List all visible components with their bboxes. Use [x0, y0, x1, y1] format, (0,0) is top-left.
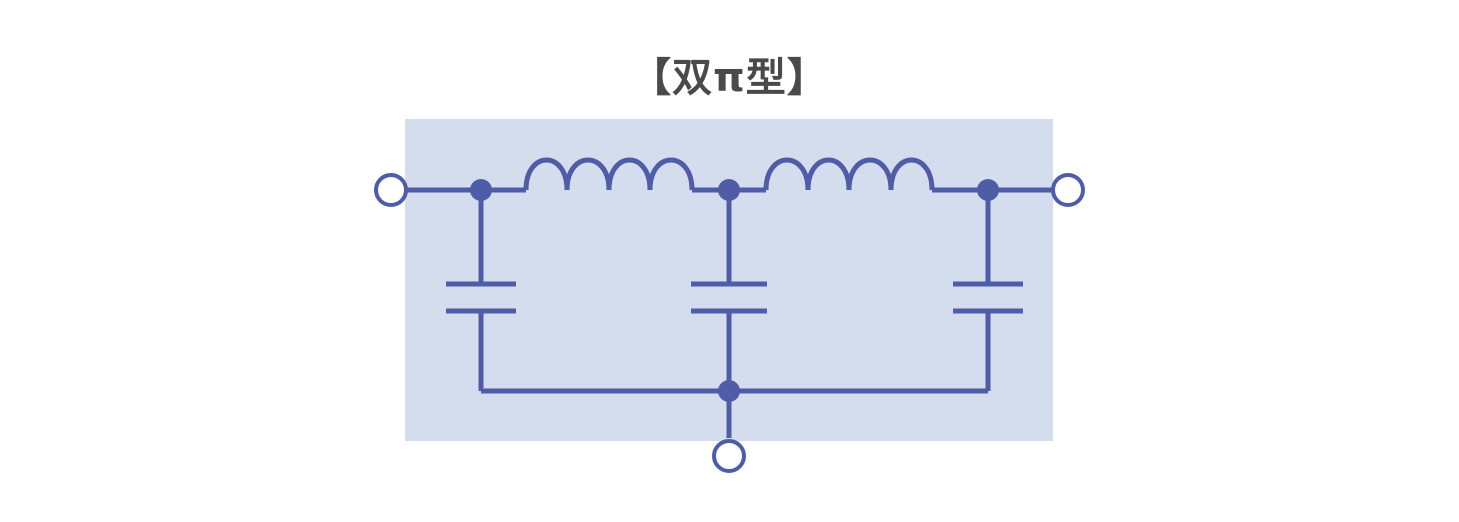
capacitor-1 [446, 281, 516, 314]
capacitor-2 [691, 281, 767, 314]
inductor-2 [763, 157, 935, 191]
junction-dot [718, 179, 740, 201]
capacitors [446, 281, 1023, 314]
input-terminal [374, 173, 408, 207]
junction-dot [977, 179, 999, 201]
junctions [470, 179, 999, 402]
inductors [523, 157, 935, 191]
ground-terminal [712, 439, 746, 473]
diagram-title: 【双π型】 [631, 55, 828, 101]
output-terminal [1051, 173, 1085, 207]
capacitor-3 [953, 281, 1023, 314]
inductor-1 [523, 157, 695, 191]
junction-dot [718, 380, 740, 402]
junction-dot [470, 179, 492, 201]
terminals [374, 173, 1085, 473]
